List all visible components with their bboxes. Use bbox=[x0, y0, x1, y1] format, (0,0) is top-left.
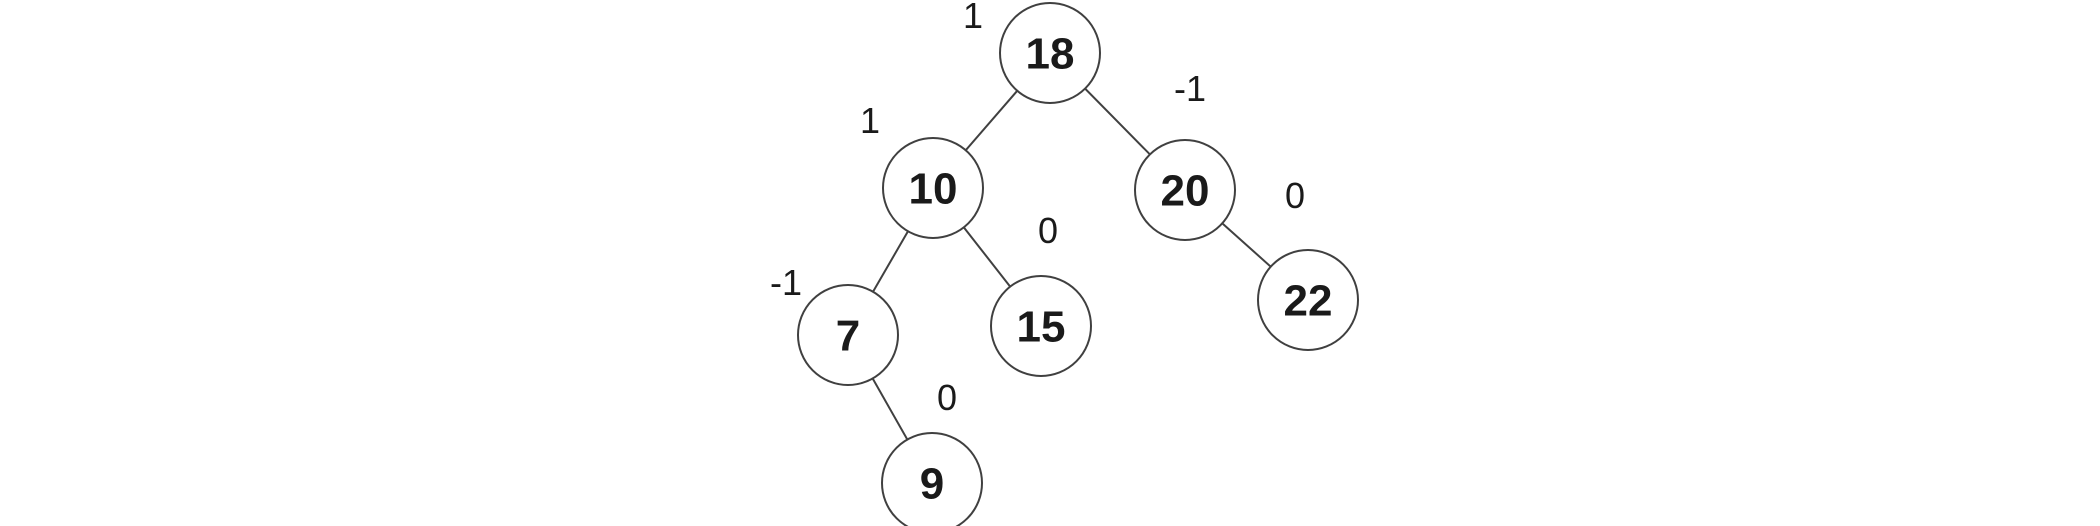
node-value-20: 20 bbox=[1161, 166, 1210, 215]
node-value-7: 7 bbox=[836, 311, 860, 360]
tree-node-10 bbox=[882, 137, 984, 239]
tree-node-22 bbox=[1257, 249, 1359, 351]
node-value-15: 15 bbox=[1017, 302, 1066, 351]
balance-factor-9: 0 bbox=[937, 377, 957, 418]
tree-node-15 bbox=[990, 275, 1092, 377]
edges-layer bbox=[847, 52, 1309, 484]
balance-labels-layer: 1 1 -1 -1 0 0 0 bbox=[770, 0, 1305, 418]
balance-factor-18: 1 bbox=[963, 0, 983, 36]
node-value-18: 18 bbox=[1026, 29, 1075, 78]
balance-factor-7: -1 bbox=[770, 262, 802, 303]
node-value-9: 9 bbox=[920, 459, 944, 508]
tree-node-20 bbox=[1134, 139, 1236, 241]
balance-factor-20: -1 bbox=[1174, 68, 1206, 109]
tree-node-9 bbox=[881, 432, 983, 526]
balance-factor-10: 1 bbox=[860, 100, 880, 141]
balance-factor-22: 0 bbox=[1285, 175, 1305, 216]
node-value-22: 22 bbox=[1284, 276, 1333, 325]
tree-node-7 bbox=[797, 284, 899, 386]
node-value-10: 10 bbox=[909, 164, 958, 213]
tree-node-18 bbox=[999, 2, 1101, 104]
balance-factor-15: 0 bbox=[1038, 210, 1058, 251]
